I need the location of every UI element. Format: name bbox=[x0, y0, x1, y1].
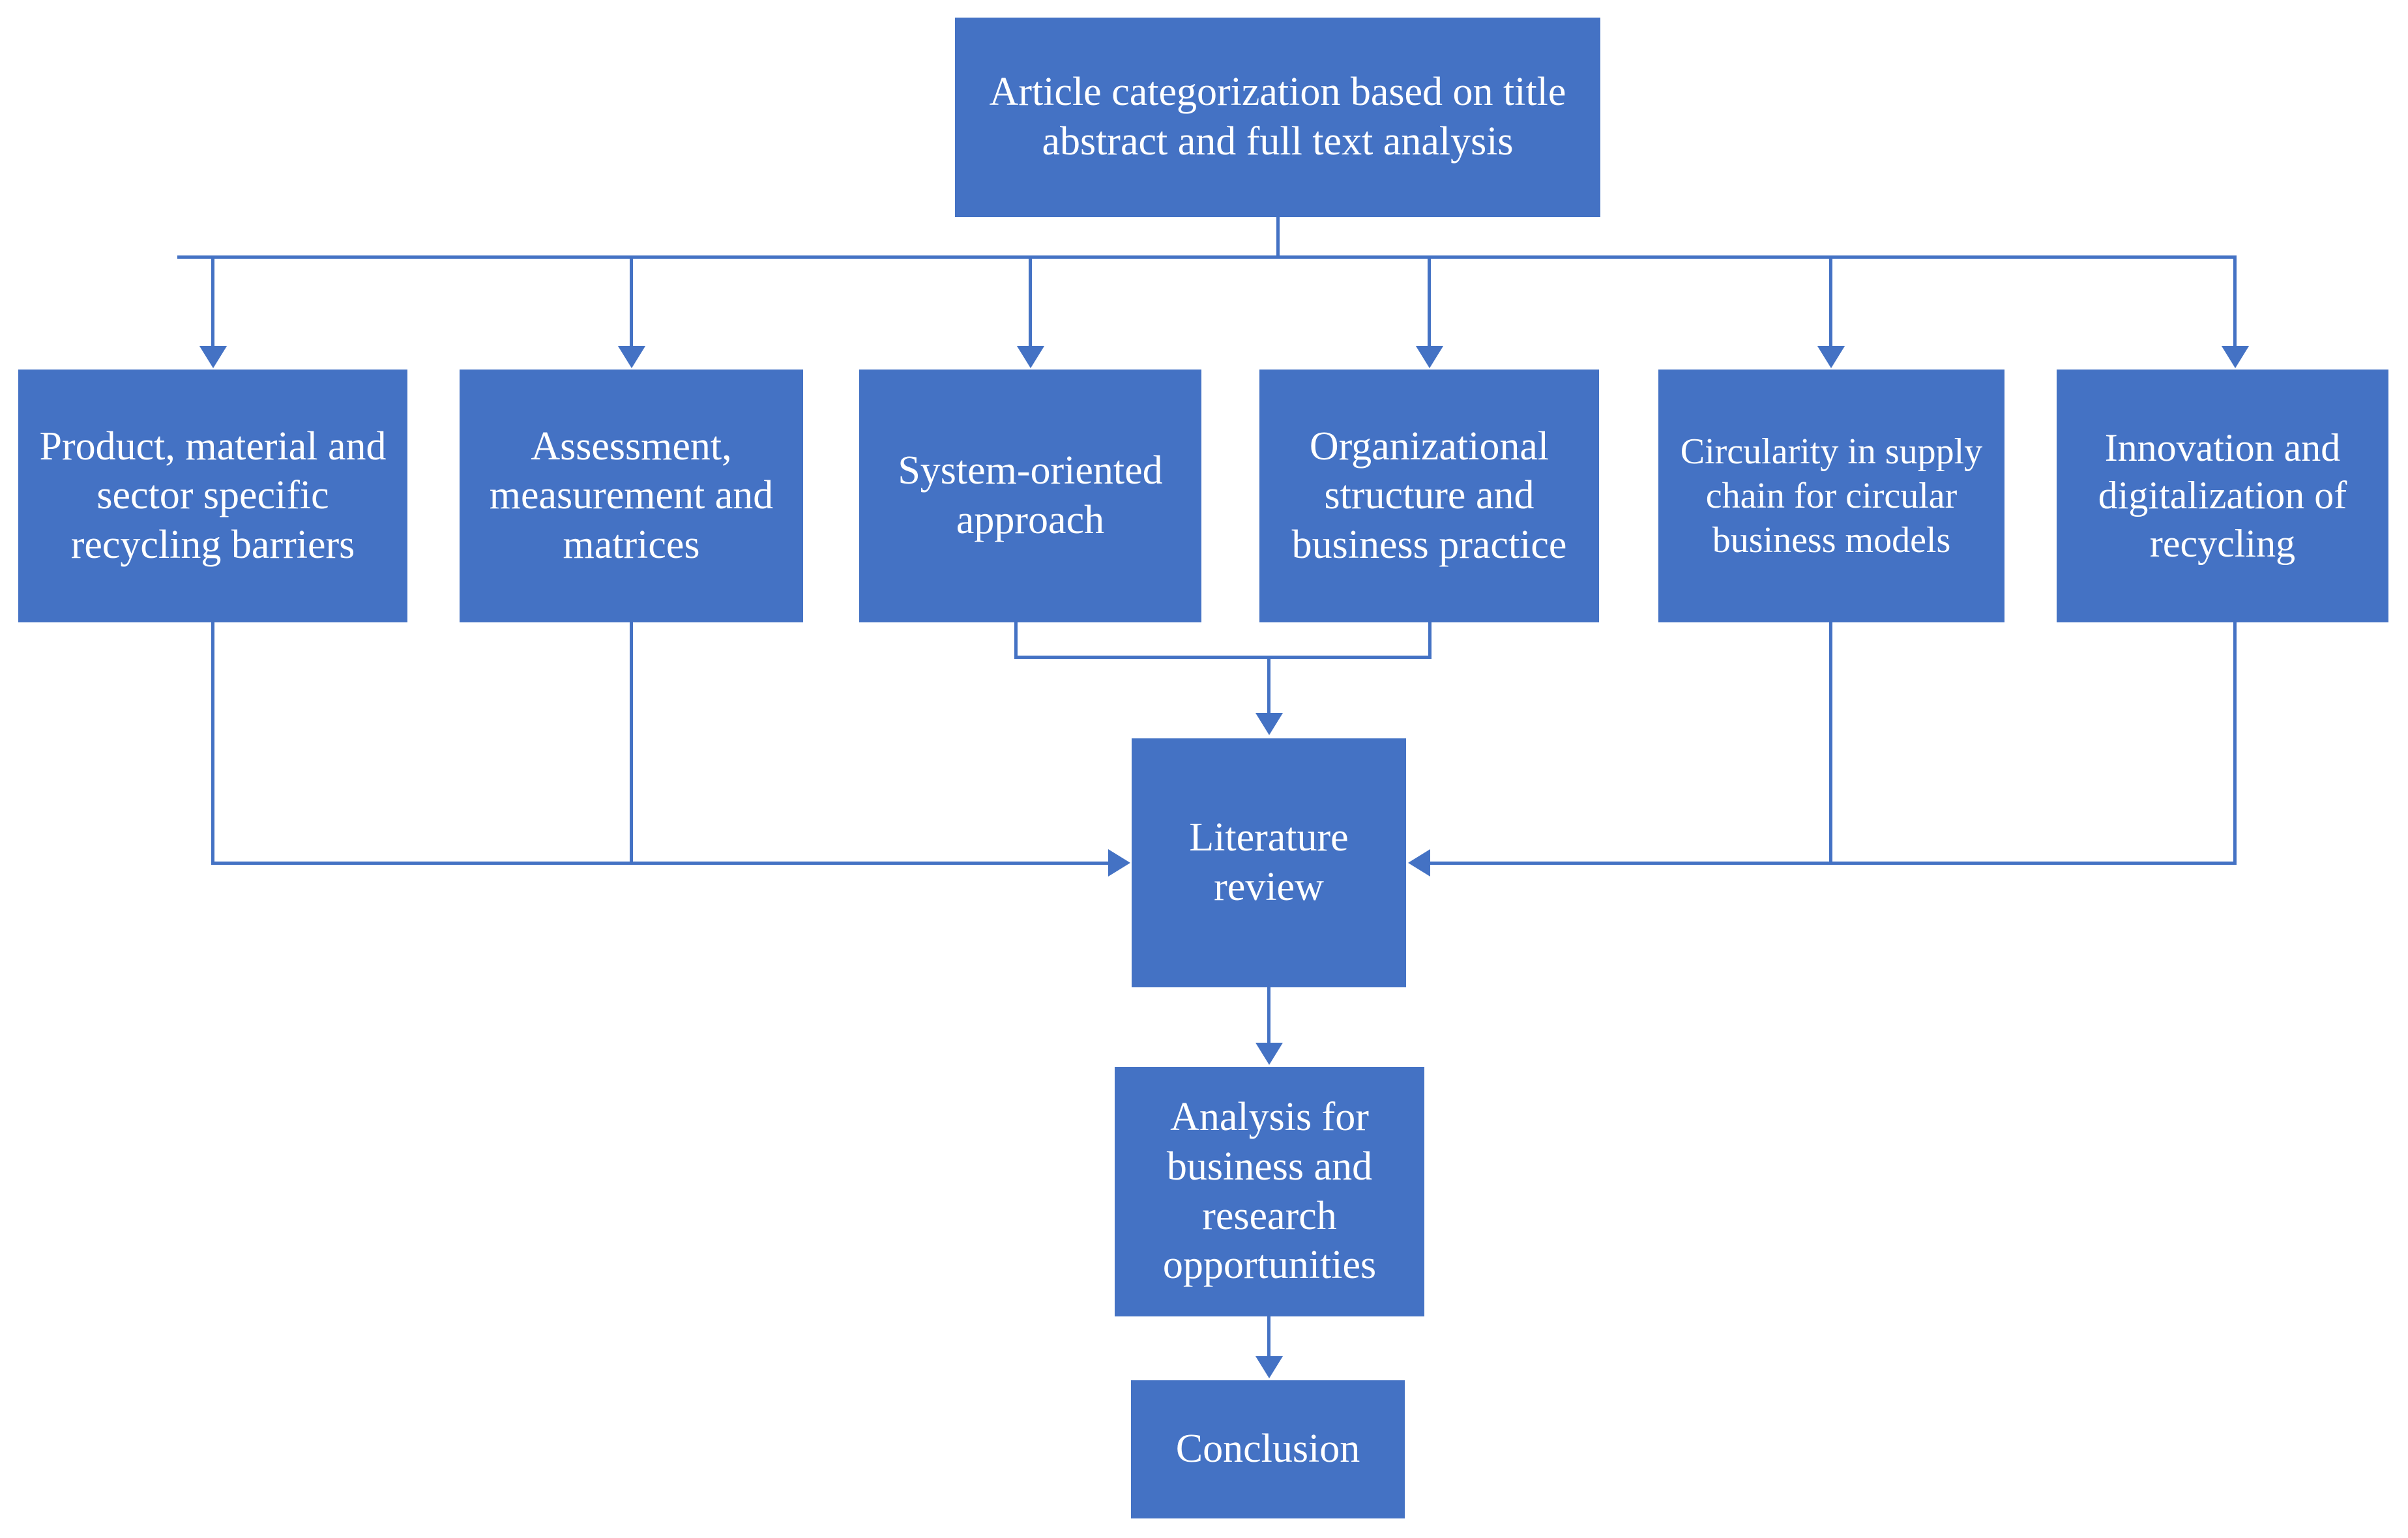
node-category-assessment-measurement-label: Assessment, measurement and matrices bbox=[489, 424, 774, 567]
node-category-organizational-structure-label: Organizational structure and business pr… bbox=[1291, 424, 1567, 567]
node-category-system-oriented-approach[interactable]: System-oriented approach bbox=[859, 370, 1201, 622]
arrowhead-literature-right bbox=[1408, 849, 1430, 877]
node-category-organizational-structure[interactable]: Organizational structure and business pr… bbox=[1259, 370, 1599, 622]
arrowhead-category-4 bbox=[1416, 346, 1443, 368]
arrowhead-category-3 bbox=[1017, 346, 1044, 368]
node-analysis-opportunities-label: Analysis for business and research oppor… bbox=[1162, 1095, 1377, 1288]
node-category-circularity-supply-chain[interactable]: Circularity in supply chain for circular… bbox=[1658, 370, 2004, 622]
connector-top-to-category-5 bbox=[1829, 255, 1832, 347]
connector-top-to-category-4 bbox=[1428, 255, 1431, 347]
connector-category-6-down bbox=[2233, 622, 2237, 863]
connector-top-trunk bbox=[1276, 217, 1280, 257]
connector-top-to-category-2 bbox=[630, 255, 633, 347]
node-category-innovation-digitalization-label: Innovation and digitalization of recycli… bbox=[2098, 426, 2347, 565]
connector-category-5-down bbox=[1829, 622, 1832, 863]
arrowhead-category-2 bbox=[618, 346, 645, 368]
connector-right-rail-to-literature bbox=[1430, 862, 2237, 865]
connector-category-3-down bbox=[1014, 622, 1018, 659]
connector-top-to-category-3 bbox=[1029, 255, 1032, 347]
connector-merge-to-literature bbox=[1267, 656, 1270, 714]
node-literature-review[interactable]: Literature review bbox=[1132, 738, 1406, 987]
connector-top-to-category-1 bbox=[211, 255, 214, 347]
node-category-system-oriented-approach-label: System-oriented approach bbox=[898, 448, 1163, 542]
connector-analysis-to-conclusion bbox=[1267, 1316, 1270, 1358]
arrowhead-category-5 bbox=[1817, 346, 1845, 368]
node-analysis-opportunities[interactable]: Analysis for business and research oppor… bbox=[1115, 1067, 1424, 1316]
node-category-innovation-digitalization[interactable]: Innovation and digitalization of recycli… bbox=[2057, 370, 2388, 622]
node-article-categorization-label: Article categorization based on title ab… bbox=[989, 70, 1566, 164]
node-conclusion-label: Conclusion bbox=[1175, 1427, 1360, 1472]
node-category-recycling-barriers-label: Product, material and sector specific re… bbox=[39, 424, 387, 567]
arrowhead-category-6 bbox=[2222, 346, 2249, 368]
arrowhead-category-1 bbox=[199, 346, 227, 368]
connector-merge-bar-3-4 bbox=[1014, 656, 1432, 659]
node-conclusion[interactable]: Conclusion bbox=[1131, 1380, 1405, 1518]
connector-distribution-bar bbox=[177, 255, 2236, 259]
connector-category-4-down bbox=[1428, 622, 1432, 659]
connector-category-1-down bbox=[211, 622, 214, 863]
connector-literature-to-analysis bbox=[1267, 987, 1270, 1046]
arrowhead-literature-top bbox=[1255, 713, 1283, 735]
node-category-assessment-measurement[interactable]: Assessment, measurement and matrices bbox=[460, 370, 803, 622]
connector-category-2-down bbox=[630, 622, 633, 863]
node-literature-review-label: Literature review bbox=[1189, 815, 1349, 909]
node-category-recycling-barriers[interactable]: Product, material and sector specific re… bbox=[18, 370, 407, 622]
node-category-circularity-supply-chain-label: Circularity in supply chain for circular… bbox=[1680, 431, 1983, 561]
arrowhead-conclusion-top bbox=[1255, 1356, 1283, 1378]
arrowhead-analysis-top bbox=[1255, 1043, 1283, 1065]
node-article-categorization[interactable]: Article categorization based on title ab… bbox=[955, 18, 1600, 217]
connector-top-to-category-6 bbox=[2233, 255, 2237, 347]
arrowhead-literature-left bbox=[1108, 849, 1130, 877]
connector-left-rail-to-literature bbox=[211, 862, 1108, 865]
